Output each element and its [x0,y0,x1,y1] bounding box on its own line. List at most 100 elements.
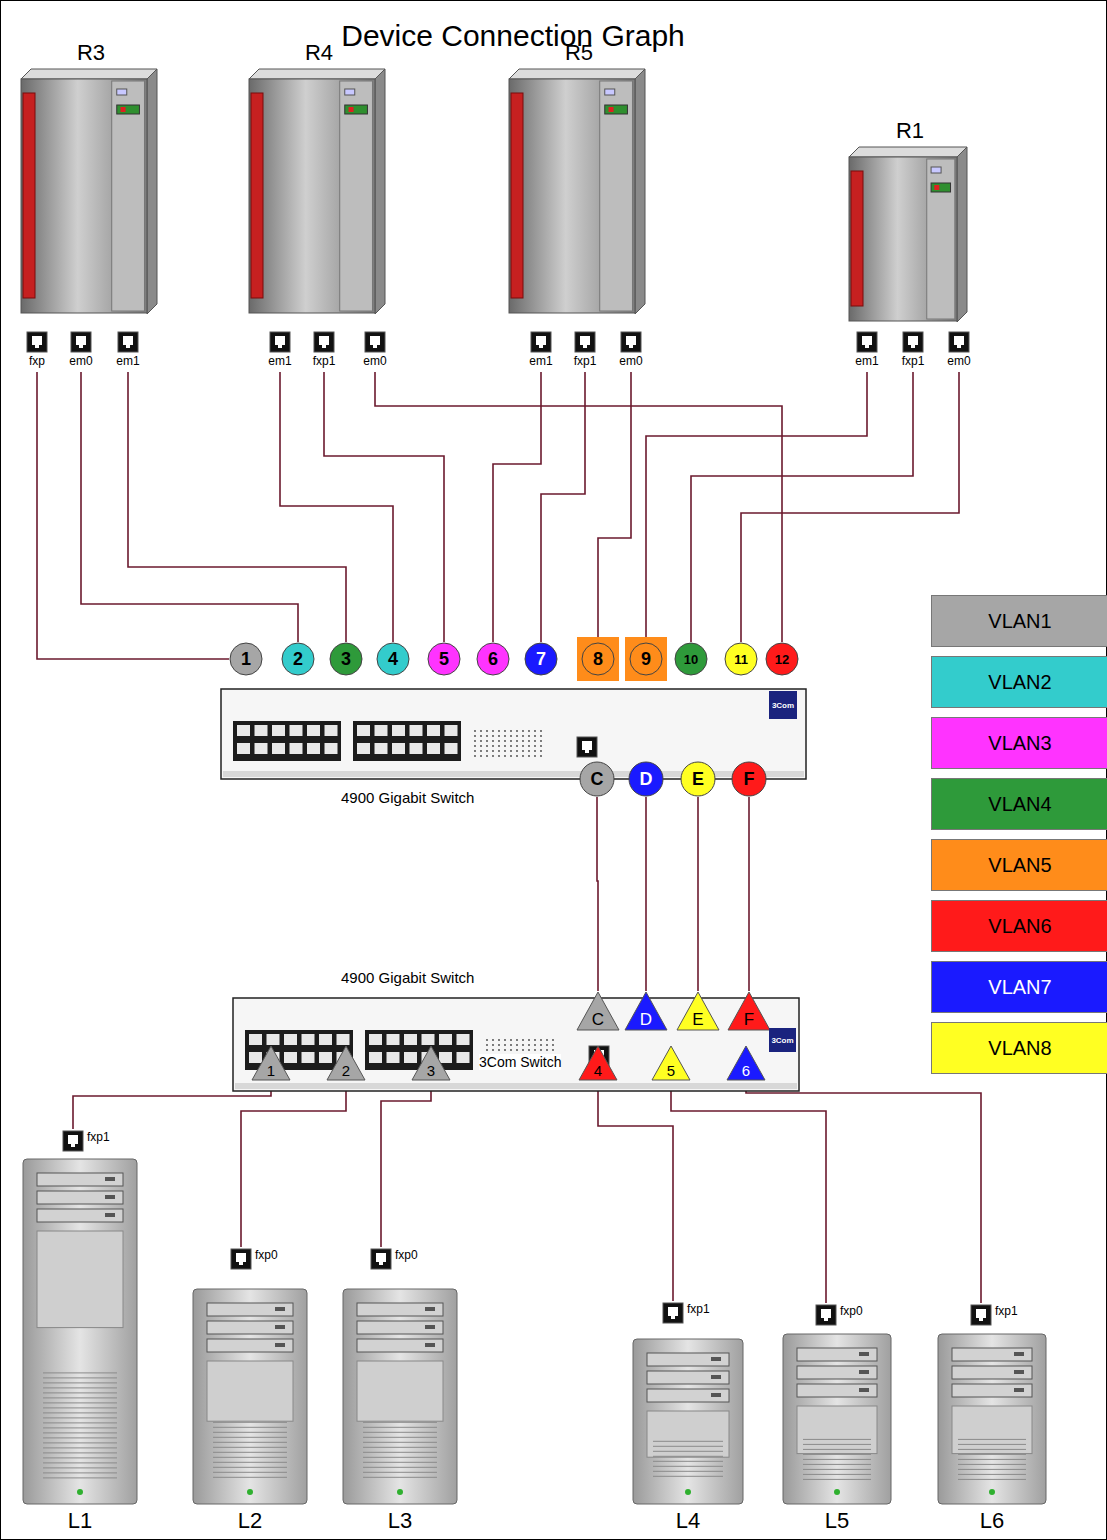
cable-connector [598,1081,673,1301]
status-dot [546,1044,548,1046]
port-name: fxp1 [87,1130,110,1144]
router-node: R4 [249,41,389,316]
status-dot [504,740,506,742]
cable-connector [37,372,229,659]
status-dot [498,750,500,752]
jack-socket [582,741,592,750]
port-number: D [640,1011,652,1031]
router-name: R3 [21,41,161,65]
switch-chassis [221,689,806,779]
port-jack [815,1304,837,1326]
status-dot [504,755,506,757]
status-dot [540,745,542,747]
cabinet-front [21,79,147,313]
status-dot [534,740,536,742]
port-slot [369,1034,382,1045]
hport-node: fxp1 [970,1303,1026,1327]
tri-node: 4 [578,1045,618,1081]
status-dot [486,1039,488,1041]
tower-panel [647,1411,729,1457]
port-triangle-shape [728,992,770,1030]
status-dot [504,745,506,747]
vent-slot [958,1439,1026,1440]
drive-bay [797,1348,877,1361]
port-slot [392,725,405,736]
status-dot [504,730,506,732]
vent-slot [958,1444,1026,1445]
cabinet-red-panel [251,93,263,298]
vent-slot [213,1427,287,1428]
jack-notch [373,345,377,348]
status-dot [528,1049,530,1051]
rport-node: em1 [106,332,150,372]
tower-case [343,1289,457,1504]
port-triangle-shape [579,1046,617,1080]
status-dot [534,745,536,747]
vent-slot [213,1457,287,1458]
jack-notch [379,1262,383,1265]
jack-socket [536,336,546,345]
rport-node: em0 [59,332,103,372]
port-circle-shape [675,643,707,675]
vent-slot [213,1432,287,1433]
rj45-jack [270,332,290,352]
jack-socket [954,336,964,345]
rj45-jack [621,332,641,352]
legend-text: VLAN3 [988,732,1051,755]
status-dot [522,730,524,732]
tower-panel [207,1361,293,1421]
status-dot [504,735,506,737]
status-dot [486,1049,488,1051]
host-node: L2 [191,1289,309,1536]
port-name: fxp1 [995,1304,1018,1318]
status-dot [522,755,524,757]
status-dot [516,750,518,752]
vent-slot [43,1462,117,1463]
port-jack [662,1302,684,1324]
vent-slot [803,1479,871,1480]
status-dot [510,1039,512,1041]
port-slot [272,743,285,754]
status-dot [510,1049,512,1051]
vent-slot [43,1457,117,1458]
status-dot [522,750,524,752]
cable-connector [375,372,782,642]
vent-slot [803,1474,871,1475]
status-dot [552,1039,554,1041]
status-dot [540,1044,542,1046]
cable-connector [324,372,444,642]
circle-node: 3 [329,642,363,676]
vent-slot [43,1467,117,1468]
legend-text: VLAN8 [988,1037,1051,1060]
port-jack [370,1248,392,1270]
status-dot [492,755,494,757]
port-triangle-shape [677,992,719,1030]
power-led [397,1489,403,1495]
port-name: em0 [937,354,981,368]
status-dot [498,735,500,737]
port-slot [427,725,440,736]
port-slot [302,1052,315,1063]
port-number: E [692,1011,703,1031]
circle-node: 7 [524,642,558,676]
cable-connector [241,1081,346,1247]
cabinet-display [931,183,950,192]
jack-socket [32,336,42,345]
drive-button [425,1307,435,1311]
cabinet-indicator [117,89,127,95]
tri-node: 6 [726,1045,766,1081]
port-circle-shape [732,762,766,796]
port-triangle-shape [577,992,619,1030]
circle-node: F [731,761,767,797]
legend-swatch: VLAN4 [931,778,1107,830]
status-dot [528,740,530,742]
jack-socket [68,1135,78,1144]
rj45-jack [971,1305,991,1325]
jack-body [663,1303,683,1323]
status-dot [480,730,482,732]
vlan-square [625,637,667,681]
port-number: 7 [536,649,546,670]
status-dot [540,735,542,737]
port-name: em0 [59,354,103,368]
rj45-jack [857,332,877,352]
